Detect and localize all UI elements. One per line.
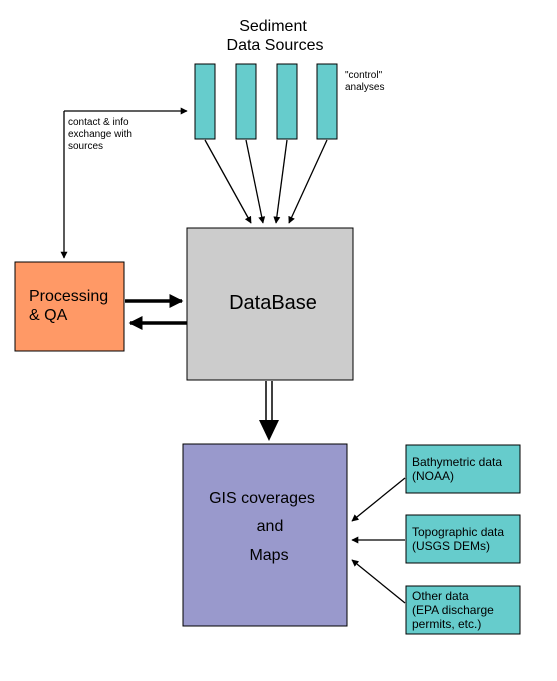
control-note-line1: "control"	[345, 70, 383, 81]
other-data-line1: Other data	[412, 589, 469, 603]
other-data-line2: (EPA discharge	[412, 603, 494, 617]
database-box	[186, 227, 354, 381]
other-data-line3: permits, etc.)	[412, 617, 481, 631]
source-arrow-1	[204, 139, 252, 224]
gis-box	[182, 443, 348, 627]
gis-label-line3: Maps	[249, 547, 288, 564]
control-note-line2: analyses	[345, 82, 384, 93]
contact-note-line1: contact & info	[68, 117, 129, 128]
gis-label-line2: and	[257, 518, 284, 535]
source-bar-4-control	[316, 63, 338, 140]
source-bar-1	[194, 63, 216, 140]
topographic-data-box	[405, 514, 521, 564]
contact-note-line3: sources	[68, 141, 103, 152]
other-data-box	[405, 585, 521, 635]
topographic-line2: (USGS DEMs)	[412, 539, 490, 553]
source-bar-3	[276, 63, 298, 140]
sources-title-line1: Sediment	[239, 18, 307, 35]
source-arrow-4	[288, 139, 328, 224]
processing-label-line1: Processing	[29, 288, 108, 305]
other-data-arrow	[351, 559, 406, 604]
database-to-gis-arrowhead	[259, 420, 279, 441]
topographic-line1: Topographic data	[412, 525, 504, 539]
gis-label-line1: GIS coverages	[209, 490, 315, 507]
processing-label-line2: & QA	[29, 307, 68, 324]
bathymetric-line2: (NOAA)	[412, 469, 454, 483]
database-label: DataBase	[229, 292, 317, 314]
bathymetric-line1: Bathymetric data	[412, 455, 502, 469]
source-arrow-3	[273, 139, 288, 224]
processing-qa-box	[14, 261, 125, 352]
bathymetric-arrow	[351, 477, 406, 522]
bathymetric-data-box	[405, 444, 521, 494]
contact-note-line2: exchange with	[68, 129, 132, 140]
source-bar-2	[235, 63, 257, 140]
sources-title-line2: Data Sources	[227, 37, 324, 54]
source-arrow-2	[245, 139, 266, 224]
